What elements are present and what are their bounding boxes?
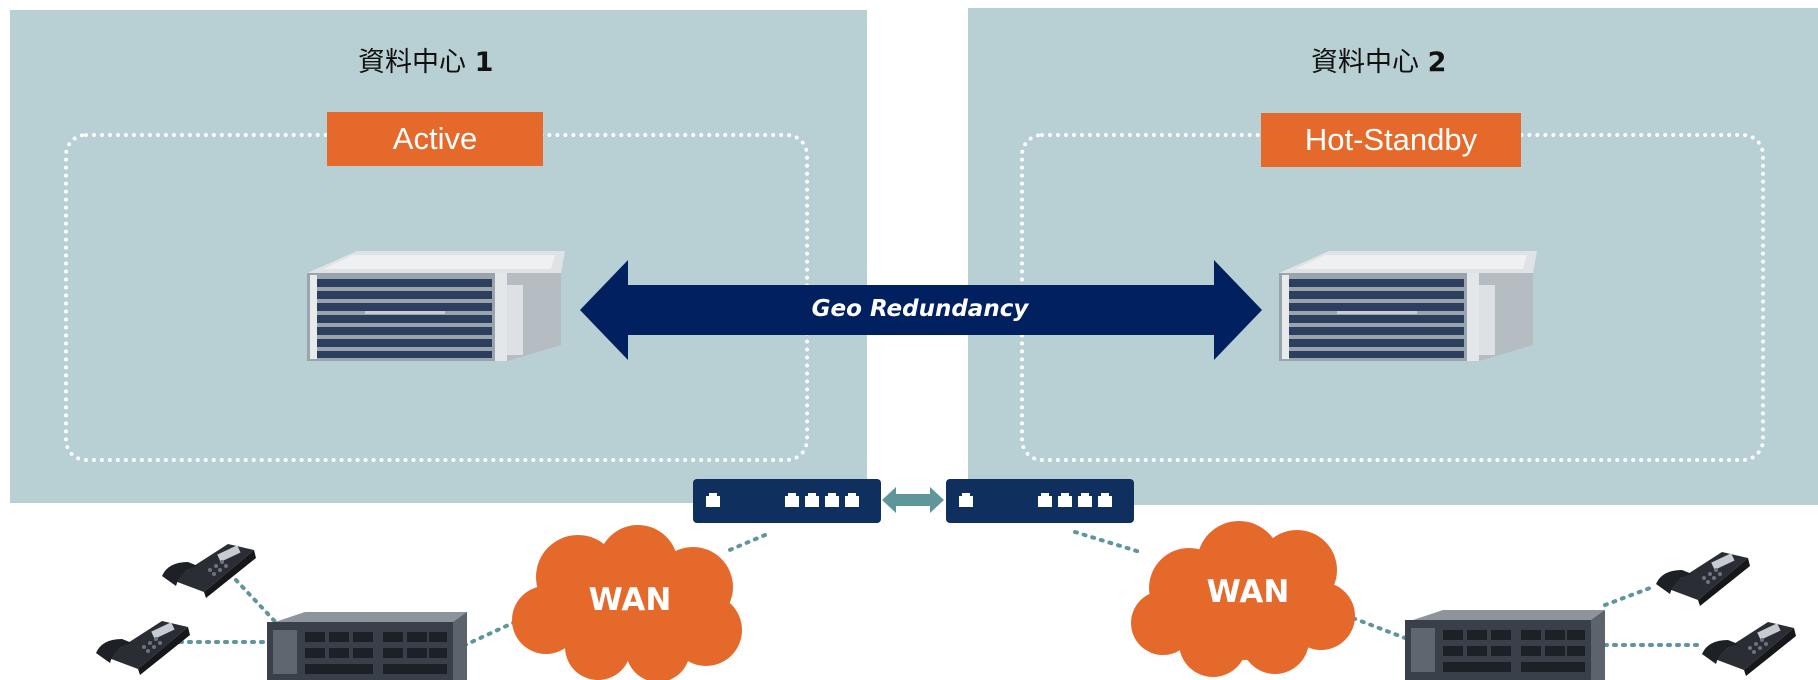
datacenter-1-title: 資料中心 1 xyxy=(358,47,494,78)
wan-2-label: WAN xyxy=(1206,574,1290,610)
phone-3-icon xyxy=(1656,552,1750,606)
datacenter-2-title: 資料中心 2 xyxy=(1311,47,1447,78)
wan-cloud-2-icon xyxy=(1131,521,1355,677)
phone-1-icon xyxy=(162,544,256,598)
phone-4-icon xyxy=(1702,622,1796,676)
server-1-icon xyxy=(307,251,565,361)
pbx-2-icon xyxy=(1405,610,1605,680)
switch-link-arrow xyxy=(882,487,944,513)
wan-cloud-1-icon xyxy=(512,525,742,680)
phone-2-icon xyxy=(96,621,190,675)
geo-redundancy-arrow xyxy=(580,260,1262,360)
server-2-icon xyxy=(1279,251,1537,361)
geo-redundancy-label: Geo Redundancy xyxy=(811,296,1029,322)
hot-standby-role-badge: Hot-Standby xyxy=(1261,113,1521,167)
pbx-1-icon xyxy=(267,612,467,680)
switch-2-icon xyxy=(946,479,1134,523)
active-role-badge: Active xyxy=(327,112,543,166)
switch-1-icon xyxy=(693,479,881,523)
wan-1-label: WAN xyxy=(588,582,672,618)
